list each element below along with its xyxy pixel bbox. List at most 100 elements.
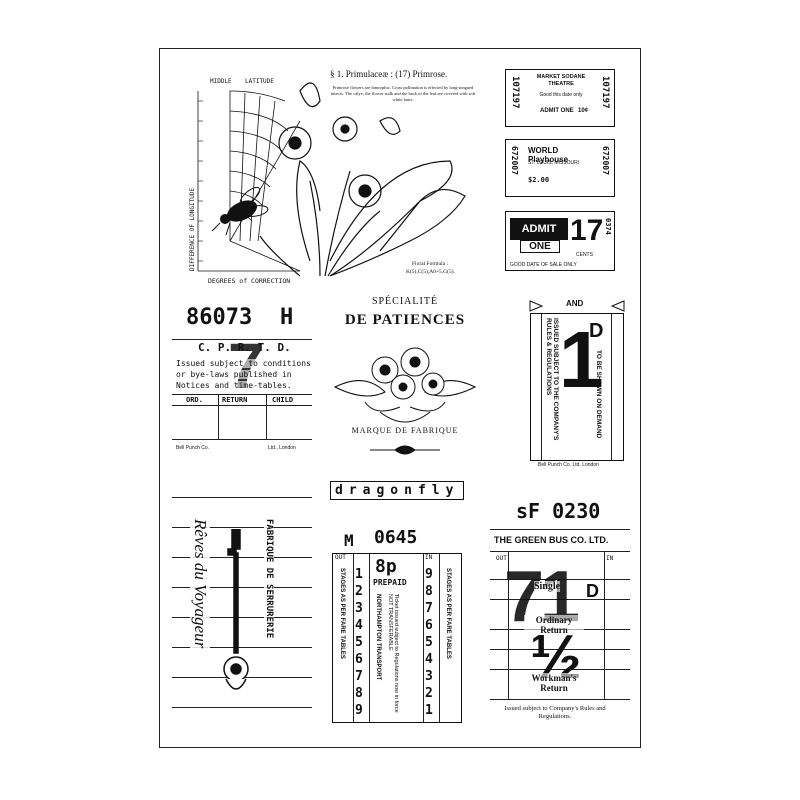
ticket-footer: Bell Punch Co. Ltd. London (538, 462, 599, 468)
side-text-left: ISSUED SUBJECT TO THE COMPANY'S RULES & … (545, 318, 559, 441)
col-line (353, 554, 354, 722)
ticket-body: ISSUED SUBJECT TO THE COMPANY'S RULES & … (530, 313, 624, 461)
ticket-admit-one: ADMIT ONE (540, 108, 574, 114)
ticket-footer: GOOD DATE OF SALE ONLY (510, 262, 577, 268)
ticket-0230: sF 0230 THE GREEN BUS CO. LTD. OUT IN 71… (490, 499, 630, 729)
ticket-price: $2.00 (528, 176, 550, 184)
col-line (423, 554, 424, 722)
ticket-number: sF 0230 (516, 499, 601, 523)
big-1: 1 (559, 315, 604, 404)
ticket-notice: Ticket issued subject to Regulations now… (387, 594, 399, 713)
cents-label: CENTS (576, 252, 593, 258)
fare-value: 8p (375, 556, 397, 577)
ruled-line (172, 587, 312, 588)
col-line (369, 554, 370, 722)
primrose-description: Primrose flowers are dimorphic. Cross po… (330, 85, 476, 102)
ticket-footer: Issued subject to Company's Rules and Re… (504, 705, 606, 720)
divider (490, 551, 630, 552)
bow-ornament-icon (529, 300, 625, 312)
prepaid-label: PREPAID (373, 578, 407, 587)
big-d: D (589, 320, 604, 342)
ruled-line (172, 647, 312, 648)
in-label: IN (425, 554, 433, 561)
ticket-1d: AND ISSUED SUBJECT TO THE COMPANY'S RULE… (528, 299, 626, 469)
ticket-letter: H (280, 305, 294, 330)
side-text-right: STAGES AS PER FARE TABLES (445, 568, 451, 659)
divider (541, 314, 542, 460)
skeleton-key-illustration (223, 529, 249, 690)
col-line (508, 551, 509, 699)
ticket-text-2: or bye-laws published in (176, 370, 292, 379)
ruled-line (490, 699, 630, 700)
num: 7 (355, 669, 363, 684)
ruled-line (490, 579, 630, 580)
chart-top-right: LATITUDE (245, 78, 274, 85)
ticket-number-left: 107197 (510, 76, 520, 109)
col-line (604, 551, 605, 699)
ruled-line (490, 669, 630, 670)
ticket-world-playhouse: 672007 672007 WORLD Playhouse ST. LOUIS,… (505, 139, 615, 197)
side-label: FABRIQUE DE SERRURERIE (264, 519, 274, 639)
num: 3 (425, 669, 433, 684)
num: 8 (425, 584, 433, 599)
primrose-heading: § 1. Primulaceæ : (17) Primrose. (330, 69, 448, 79)
dragonfly-text: dragonfly (330, 481, 465, 500)
ticket-price: 10¢ (578, 108, 589, 114)
and-label: AND (566, 299, 584, 308)
ticket-number-left: 672007 (510, 146, 519, 175)
ruled-line (172, 557, 312, 558)
num: 1 (355, 567, 363, 582)
floral-formula: K(5),C(5),A0+5,G(5). (406, 269, 455, 275)
script-title: Rêves du Voyageur (190, 519, 210, 649)
chart-side-label: DIFFERENCE OF LONGITUDE (189, 188, 196, 271)
divider (611, 314, 612, 460)
ticket-fine-print: ST. LOUIS, MISSOURI (528, 160, 580, 166)
floral-formula-label: Floral Formula : (412, 261, 449, 267)
col-child: CHILD (272, 396, 294, 404)
ticket-title: MARKET SODANE THEATRE (536, 74, 586, 87)
col-line (218, 394, 219, 439)
divider (172, 394, 312, 395)
one-label: ONE (520, 240, 560, 253)
num: 6 (355, 652, 363, 667)
num: 4 (425, 652, 433, 667)
ruled-line (172, 707, 312, 708)
patiences-bottom: MARQUE DE FABRIQUE (351, 426, 459, 435)
primrose-panel: MIDDLE LATITUDE DIFFERENCE OF LONGITUDE … (170, 61, 485, 286)
divider (490, 529, 630, 530)
workman-label: Workman's Return (522, 673, 586, 693)
ticket-0645: M 0645 OUT IN 8p PREPAID STAGES AS PER F… (332, 525, 462, 725)
chart-bottom-label: DEGREES of CORRECTION (208, 277, 290, 285)
nums-right: 9 8 7 6 5 4 3 2 1 (425, 566, 433, 719)
dragonfly-word: dragonfly (330, 481, 490, 501)
col-line (439, 554, 440, 722)
num: 2 (425, 686, 433, 701)
key-panel: Rêves du Voyageur FABRIQUE DE SERRURERIE (172, 489, 312, 719)
big-number-17: 17 (570, 214, 604, 247)
footer-right: Ltd., London (268, 445, 296, 451)
stamp-sheet: MIDDLE LATITUDE DIFFERENCE OF LONGITUDE … (159, 48, 641, 748)
ticket-text-1: Issued subject to conditions (176, 359, 311, 368)
patiences-title: DE PATIENCES (344, 312, 466, 328)
ticket-body: OUT IN 8p PREPAID STAGES AS PER FARE TAB… (332, 553, 462, 723)
num: 2 (355, 584, 363, 599)
chart-top-left: MIDDLE (210, 78, 232, 85)
ticket-number-right: 107197 (600, 76, 610, 109)
ticket-number: 86073 (186, 305, 253, 330)
ticket-fine-print: Good this date only (539, 92, 583, 98)
ticket-number: 0645 (374, 527, 418, 548)
num: 8 (355, 686, 363, 701)
num: 3 (355, 601, 363, 616)
ruled-line (172, 617, 312, 618)
in-label: IN (606, 555, 614, 562)
ticket-admit-one-17: ADMIT ONE 17 CENTS 0374 GOOD DATE OF SAL… (505, 211, 615, 271)
ordinary-label: Ordinary Return (524, 615, 584, 635)
big-d: D (586, 581, 599, 601)
ticket-company: C. P. R. T. D. (198, 341, 291, 354)
primrose-flower-illustration (259, 82, 466, 277)
side-text-right: TO BE SHOWN ON DEMAND (595, 350, 602, 439)
out-label: OUT (335, 554, 346, 561)
col-return: RETURN (222, 396, 248, 404)
num: 5 (425, 635, 433, 650)
ticket-86073: 86073 H C. P. R. T. D. 7 Issued subject … (172, 299, 312, 459)
